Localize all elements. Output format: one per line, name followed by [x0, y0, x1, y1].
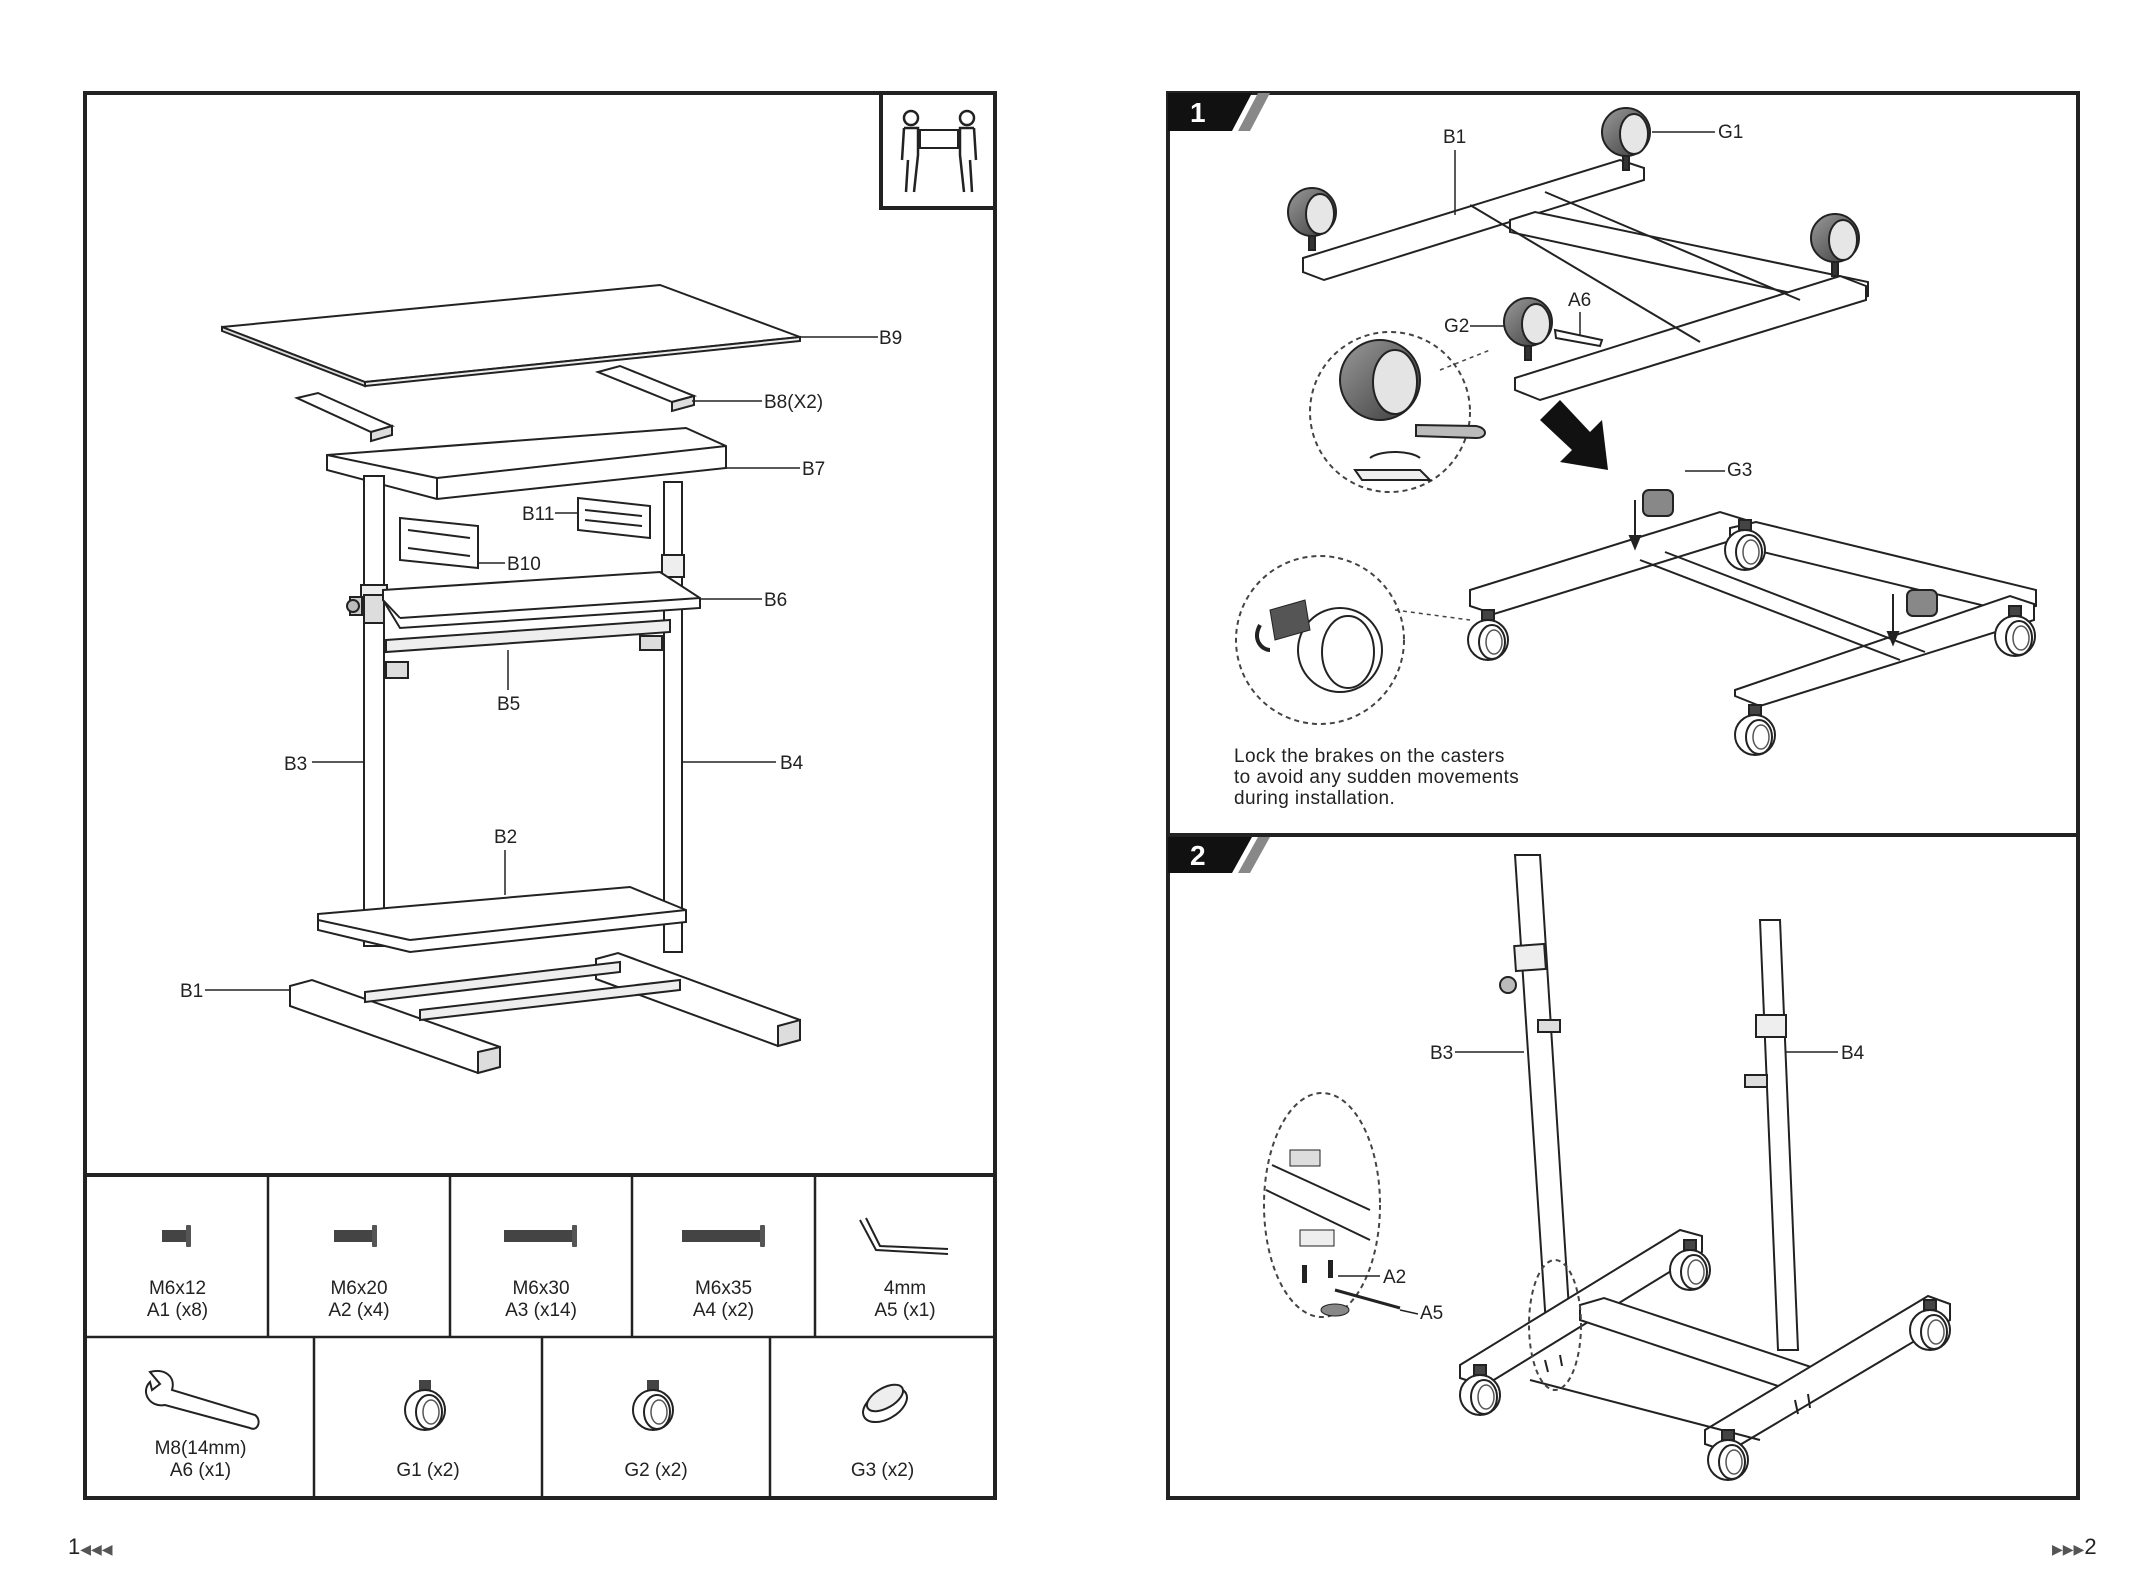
part-a4: M6x35 A4 (x2)	[632, 1278, 815, 1322]
step1-number: 1	[1190, 99, 1206, 127]
part-a2-size: M6x20	[268, 1278, 450, 1300]
part-a3-size: M6x30	[450, 1278, 632, 1300]
part-a2: M6x20 A2 (x4)	[268, 1278, 450, 1322]
label-b11: B11	[522, 505, 554, 524]
part-g2: G2 (x2)	[542, 1460, 770, 1482]
part-a4-size: M6x35	[632, 1278, 815, 1300]
label-b3: B3	[284, 755, 307, 774]
direction-arrow-icon	[1540, 400, 1608, 470]
step1-caption-line3: during installation.	[1234, 788, 1519, 809]
page-number-right-value: 2	[2084, 1534, 2096, 1559]
part-a5-code: A5 (x1)	[815, 1300, 995, 1322]
step1-label-g1: G1	[1718, 123, 1743, 142]
part-a4-code: A4 (x2)	[632, 1300, 815, 1322]
label-b5: B5	[497, 695, 520, 714]
step2-number: 2	[1190, 842, 1206, 870]
two-person-lift-icon	[881, 93, 995, 208]
step2-label-b3: B3	[1430, 1044, 1453, 1063]
part-a5-size: 4mm	[815, 1278, 995, 1300]
page-forward-arrows-icon: ▶▶▶	[2052, 1541, 2084, 1557]
step2-detail-circle	[1264, 1093, 1400, 1317]
part-a6-code: A6 (x1)	[87, 1460, 314, 1482]
part-g2-code: G2 (x2)	[542, 1460, 770, 1482]
step1-caption-line2: to avoid any sudden movements	[1234, 767, 1519, 788]
part-g3: G3 (x2)	[770, 1460, 995, 1482]
caster-icon	[405, 1380, 673, 1430]
step2-leader-lines	[1338, 1052, 1838, 1314]
part-a2-code: A2 (x4)	[268, 1300, 450, 1322]
step1-label-g3: G3	[1727, 461, 1752, 480]
label-b4: B4	[780, 754, 803, 773]
part-a5: 4mm A5 (x1)	[815, 1278, 995, 1322]
part-a6: M8(14mm) A6 (x1)	[87, 1438, 314, 1482]
step2-assembly	[1460, 855, 1950, 1480]
step1-label-g2: G2	[1444, 317, 1469, 336]
step1-label-b1: B1	[1443, 128, 1466, 147]
part-g3-code: G3 (x2)	[770, 1460, 995, 1482]
step1-base-bottom	[1468, 490, 2036, 755]
label-b6: B6	[764, 591, 787, 610]
bolt-icon	[162, 1225, 765, 1247]
page-back-arrows-icon: ◀◀◀	[80, 1541, 112, 1557]
page-number-left: 1◀◀◀	[68, 1536, 113, 1558]
label-b1: B1	[180, 982, 203, 1001]
left-leader-lines	[205, 337, 878, 990]
part-a6-size: M8(14mm)	[87, 1438, 314, 1460]
label-b8: B8(X2)	[764, 393, 823, 412]
part-a3-code: A3 (x14)	[450, 1300, 632, 1322]
label-b9: B9	[879, 329, 902, 348]
step2-label-a5: A5	[1420, 1304, 1443, 1323]
part-a1-size: M6x12	[87, 1278, 268, 1300]
step1-label-a6: A6	[1568, 291, 1591, 310]
step2-label-b4: B4	[1841, 1044, 1864, 1063]
step2-label-a2: A2	[1383, 1268, 1406, 1287]
socket-cap-icon	[857, 1379, 913, 1429]
allen-key-icon	[860, 1218, 948, 1254]
wrench-icon	[146, 1371, 259, 1429]
step1-caption: Lock the brakes on the casters to avoid …	[1234, 746, 1519, 809]
page-number-right: ▶▶▶2	[2052, 1536, 2097, 1558]
label-b7: B7	[802, 460, 825, 479]
part-a1-code: A1 (x8)	[87, 1300, 268, 1322]
step1-brake-detail	[1236, 556, 1470, 724]
step1-caption-line1: Lock the brakes on the casters	[1234, 746, 1519, 767]
page-number-left-value: 1	[68, 1534, 80, 1559]
part-a3: M6x30 A3 (x14)	[450, 1278, 632, 1322]
exploded-desk-drawing	[222, 285, 800, 1073]
part-g1-code: G1 (x2)	[314, 1460, 542, 1482]
label-b2: B2	[494, 828, 517, 847]
part-g1: G1 (x2)	[314, 1460, 542, 1482]
label-b10: B10	[507, 555, 541, 574]
step1-detail-circle	[1310, 332, 1490, 492]
part-a1: M6x12 A1 (x8)	[87, 1278, 268, 1322]
